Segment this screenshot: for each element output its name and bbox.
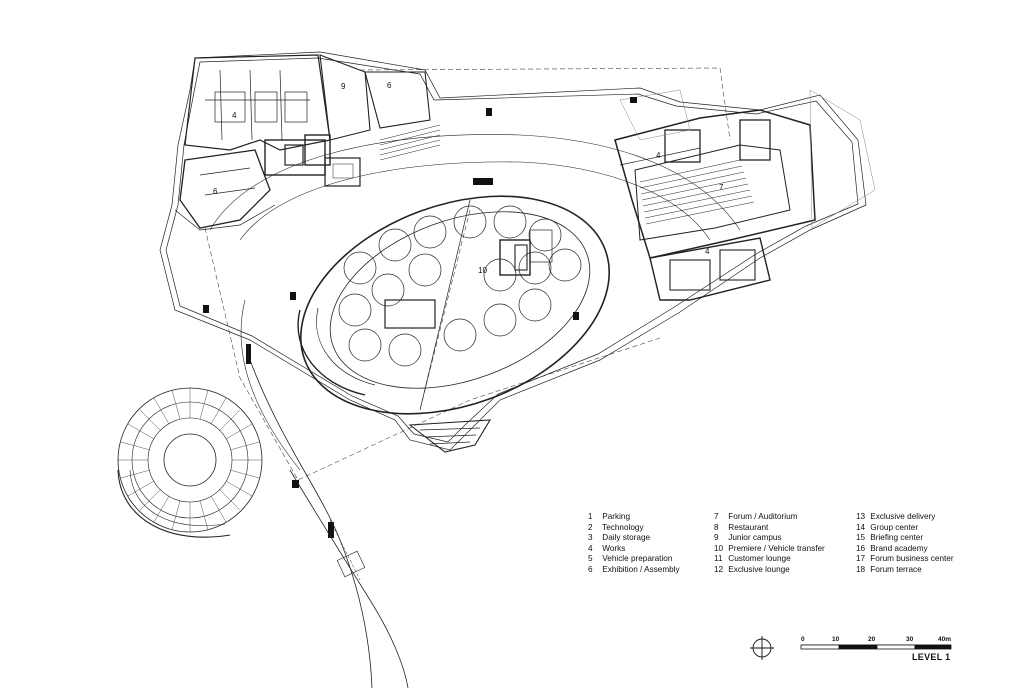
legend-item: 15 Briefing center — [856, 533, 924, 543]
northwest-block — [184, 54, 431, 176]
legend-column: 1 Parking 2 Technology 3 Daily storage 4… — [588, 512, 714, 576]
site-boundary-dashed — [204, 67, 731, 481]
scale-bar: 0 10 20 30 40m — [800, 636, 952, 650]
room-label: 10 — [478, 266, 487, 275]
legend-item: 14 Group center — [856, 522, 919, 532]
legend-item: 1 Parking — [588, 512, 631, 521]
legend-item: 6 Exhibition / Assembly — [588, 564, 680, 574]
legend-item: 12 Exclusive lounge — [714, 564, 790, 574]
legend-item: 9 Junior campus — [714, 533, 782, 543]
room-label: 7 — [719, 183, 724, 192]
room-labels: 4 9 6 6 10 4 7 4 — [213, 81, 724, 275]
legend-item: 4 Works — [588, 543, 626, 553]
west-exhibition-block — [174, 149, 276, 231]
column-markers — [203, 97, 637, 538]
legend-column: 13 Exclusive delivery 14 Group center 15… — [856, 512, 996, 576]
legend-item: 5 Vehicle preparation — [588, 554, 673, 564]
scale-tick-label: 30 — [906, 636, 914, 643]
north-arrow-icon — [750, 636, 774, 660]
room-label: 9 — [341, 82, 346, 91]
legend-item: 10 Premiere / Vehicle transfer — [714, 543, 825, 553]
room-label: 4 — [656, 151, 661, 160]
building-envelope — [159, 51, 867, 451]
scale-tick-label: 40m — [938, 636, 951, 643]
scale-tick-label: 20 — [868, 636, 876, 643]
legend: 1 Parking 2 Technology 3 Daily storage 4… — [588, 512, 996, 576]
east-forum-block — [614, 109, 816, 301]
room-label: 6 — [213, 187, 218, 196]
legend-item: 18 Forum terrace — [856, 564, 922, 574]
level-title: LEVEL 1 — [912, 652, 951, 662]
legend-item: 2 Technology — [588, 522, 644, 532]
scale-tick-label: 0 — [801, 636, 805, 643]
ramp-curves — [209, 134, 741, 471]
room-label: 4 — [705, 247, 710, 256]
central-ellipse — [297, 195, 610, 415]
legend-column: 7 Forum / Auditorium 8 Restaurant 9 Juni… — [714, 512, 856, 576]
legend-item: 8 Restaurant — [714, 522, 769, 532]
legend-item: 7 Forum / Auditorium — [714, 512, 798, 521]
east-outline-faint — [619, 89, 876, 229]
legend-item: 17 Forum business center — [856, 554, 954, 564]
stair-nw — [324, 124, 441, 187]
access-road — [249, 359, 409, 688]
legend-item: 16 Brand academy — [856, 543, 928, 553]
legend-item: 13 Exclusive delivery — [856, 512, 936, 521]
spiral-ramp — [117, 387, 263, 538]
legend-item: 11 Customer lounge — [714, 554, 791, 564]
room-label: 6 — [387, 81, 392, 90]
south-terrace — [408, 419, 492, 453]
scale-tick-label: 10 — [832, 636, 840, 643]
room-label: 4 — [232, 111, 237, 120]
legend-item: 3 Daily storage — [588, 533, 651, 543]
